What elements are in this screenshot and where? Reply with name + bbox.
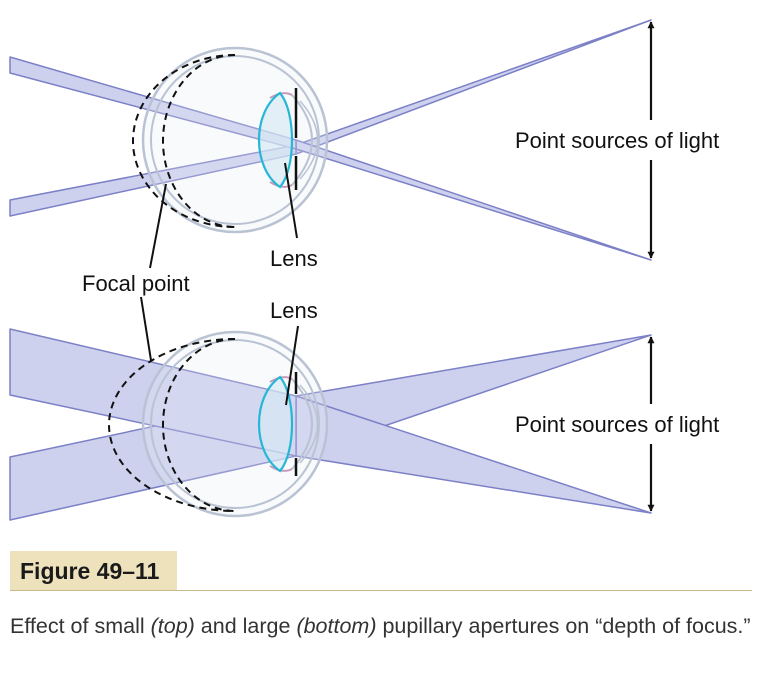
bottom-lens-label: Lens <box>270 298 318 323</box>
top-ray-beam-lower-source-inside <box>9 56 297 150</box>
figure-number-tag: Figure 49–11 <box>10 551 178 591</box>
depth-of-focus-diagram: Lens Focal point Point sources of light <box>9 19 719 521</box>
top-ray-cone-lower-source <box>295 139 652 261</box>
bottom-lens-shape <box>257 375 294 473</box>
top-retina-dashed-lines <box>132 54 236 228</box>
top-lens-label: Lens <box>270 246 318 271</box>
caption-text-3: pupillary apertures on “depth of focus.” <box>376 614 751 638</box>
bottom-light-rays <box>9 328 652 521</box>
bottom-retina-dashed-lines <box>108 338 236 512</box>
top-lens-shape <box>257 91 294 189</box>
focal-point-label: Focal point <box>82 271 190 296</box>
bottom-eyeball <box>141 330 329 518</box>
caption-text-2: and large <box>194 614 297 638</box>
caption-italic-top: (top) <box>150 614 195 638</box>
figure-tag-rule <box>10 590 752 591</box>
caption-italic-bottom: (bottom) <box>296 614 377 638</box>
top-eye-panel: Lens Focal point Point sources of light <box>9 19 719 393</box>
bottom-lens-leader-line <box>285 325 299 406</box>
focal-point-leader-upper <box>149 183 167 269</box>
top-sources-label: Point sources of light <box>515 128 719 153</box>
figure-caption: Effect of small (top) and large (bottom)… <box>10 612 752 641</box>
top-eyeball <box>141 46 329 234</box>
top-lens-leader-line <box>284 162 298 239</box>
bottom-sources-label: Point sources of light <box>515 412 719 437</box>
bottom-eye-panel: Lens Point sources of light <box>9 298 719 521</box>
caption-text-1: Effect of small <box>10 614 151 638</box>
bottom-ray-beam-lower-source-inside <box>9 328 297 457</box>
figure-number: Figure 49–11 <box>20 557 160 584</box>
